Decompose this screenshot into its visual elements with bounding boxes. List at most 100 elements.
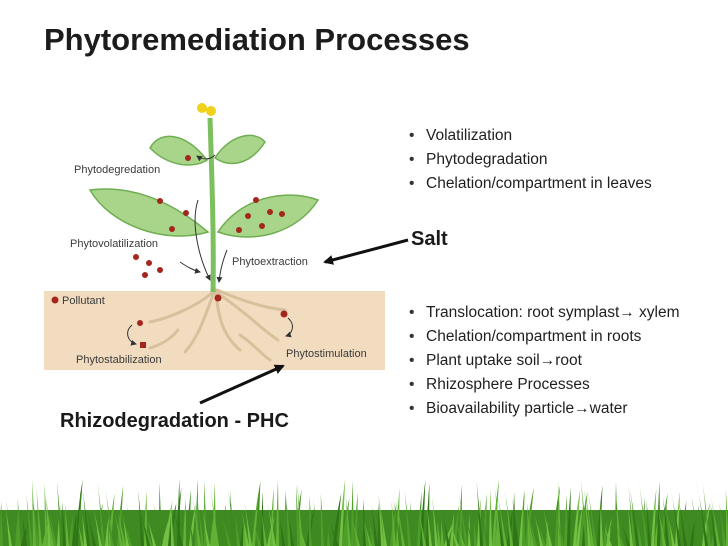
grass-blade [420,479,426,546]
grass-blade [603,523,612,546]
grass-blade [580,478,588,546]
grass-blade [437,519,441,546]
grass-blade [387,512,390,546]
grass-blade [363,519,369,546]
grass-blade [241,508,249,546]
grass-blade [4,493,15,546]
grass-blade [603,519,608,546]
grass-blade [489,489,492,546]
grass-blade [56,480,63,546]
label-phytoextraction: Phytoextraction [232,256,308,268]
grass-blade [122,517,132,546]
grass-blade [111,501,123,546]
grass-blade [371,505,378,546]
grass-blade [276,479,279,546]
grass-blade [628,479,639,546]
grass-blade [576,505,583,546]
grass-blade [681,500,687,546]
grass-blade [567,487,571,546]
list-item: Translocation: root symplast→ xylem [404,301,704,325]
grass-blade [17,498,21,546]
grass-blade [105,485,114,546]
plant-roots [148,288,287,362]
grass-blade [442,512,450,546]
grass-blade [482,518,489,546]
label-phytovolatilization: Phytovolatilization [70,238,158,250]
grass-blade [391,501,396,546]
grass-blade [351,480,354,546]
grass-blade [710,502,717,546]
grass-blade [165,501,173,546]
grass-blade [615,488,621,546]
grass-blade [553,501,564,546]
grass-blade [597,485,603,546]
grass-blade [657,481,660,546]
grass-blade [622,523,630,546]
grass-blade [15,513,19,546]
grass-blade [497,512,504,546]
grass-blade [320,493,324,546]
grass-blade [691,495,699,546]
phytoremediation-diagram: Phytodegredation Phytovolatilization Phy… [44,103,409,405]
grass-blade [186,489,192,546]
grass-blade [105,516,109,546]
grass-blade [619,505,627,546]
grass-blade [535,515,546,546]
grass-blade [345,494,351,546]
grass-blade [295,484,300,546]
rhizodegradation-label: Rhizodegradation - PHC [60,410,289,432]
grass-blade [627,483,636,546]
grass-blade [720,510,723,546]
grass-blade [210,485,219,546]
grass-blade [608,518,615,546]
grass-blade [305,502,315,546]
grass-blade [105,520,117,546]
list-item: Plant uptake soil→root [404,349,704,373]
grass-blade [583,481,594,546]
grass-blade [654,489,666,546]
grass-blade [44,493,54,546]
grass-blade [606,517,612,546]
grass-blade [255,480,261,546]
grass-blade [404,490,411,546]
grass-blade [579,491,588,546]
grass-blade [219,508,231,546]
grass-blade [240,518,245,546]
grass-blade [310,509,318,546]
grass-blade [570,507,573,546]
grass-blade [22,518,27,546]
grass-blade [355,521,363,546]
grass-blade [525,487,534,546]
grass-blade [690,519,696,546]
grass-blade [266,497,276,546]
grass-blade [327,516,339,546]
grass-blade [495,487,501,546]
grass-blade [64,503,69,546]
grass-blade [541,500,552,546]
grass-blade [522,492,525,546]
grass-blade [419,513,426,546]
grass-blade [552,485,561,546]
grass-blade [702,479,711,546]
grass-blade [189,503,196,546]
grass-blade [333,493,342,546]
grass-blade [78,489,81,546]
grass-blade [97,482,105,546]
grass-blade [235,513,240,546]
grass-blade [456,478,468,546]
grass-blade [350,512,360,546]
flower-bud [197,103,207,113]
grass-blade [108,493,115,546]
list-item: Chelation/compartment in roots [404,325,704,349]
grass-blade [252,483,261,546]
grass-blade [527,512,537,546]
list-item: Bioavailability particle→water [404,397,704,421]
grass-blade [69,513,74,546]
grass-blade [312,497,321,546]
grass-blade [725,488,728,546]
grass-blade [75,479,83,546]
plant-stem [207,117,216,293]
grass-blade [654,519,659,546]
grass-blade [1,512,7,546]
label-pollutant: Pollutant [62,295,105,307]
